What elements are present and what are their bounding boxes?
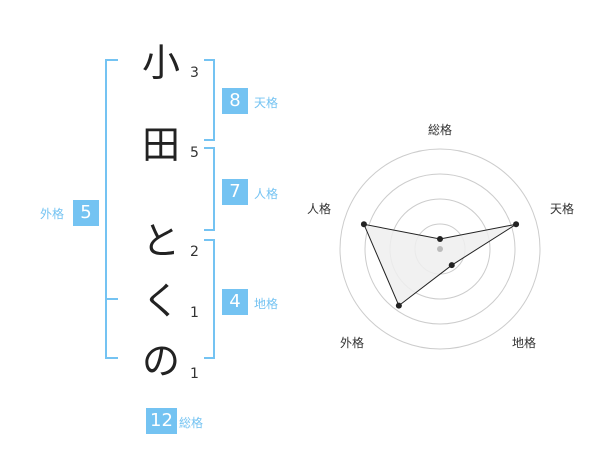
chikaku-label: 地格 <box>254 297 279 311</box>
radar-grid-ring <box>339 148 541 350</box>
tenkaku-bracket <box>204 59 215 141</box>
radar-label-tenkaku: 天格 <box>550 202 575 216</box>
name-char-1: 小 <box>141 41 180 85</box>
stroke-count-4: 1 <box>190 305 199 321</box>
radar-label-chikaku: 地格 <box>512 336 537 350</box>
chikaku-bracket <box>204 239 215 359</box>
jinkaku-bracket <box>204 147 215 231</box>
tenkaku-value-badge: 8 <box>222 88 248 114</box>
chikaku-value-badge: 4 <box>222 289 248 315</box>
radar-polygon <box>363 223 517 307</box>
radar-point-1 <box>437 236 443 242</box>
name-char-2: 田 <box>141 123 180 167</box>
gaikaku-value-badge: 5 <box>73 200 99 226</box>
stroke-count-3: 2 <box>190 244 199 260</box>
radar-label-soukaku: 総格 <box>428 123 453 137</box>
name-char-4: く <box>141 279 180 323</box>
radar-label-gaikaku: 外格 <box>340 336 365 350</box>
gaikaku-label: 外格 <box>40 207 65 221</box>
stroke-count-5: 1 <box>190 366 199 382</box>
tenkaku-label: 天格 <box>254 96 279 110</box>
radar-point-2 <box>513 221 520 228</box>
stroke-count-1: 3 <box>190 65 199 81</box>
soukaku-value-badge: 12 <box>146 408 177 434</box>
soukaku-label: 総格 <box>179 416 204 430</box>
radar-label-jinkaku: 人格 <box>307 202 332 216</box>
name-char-5: の <box>141 339 180 383</box>
radar-point-5 <box>360 221 367 228</box>
jinkaku-label: 人格 <box>254 187 279 201</box>
radar-center-dot <box>437 246 443 252</box>
name-char-3: と <box>141 219 180 263</box>
radar-point-4 <box>395 302 402 309</box>
radar-grid-ring <box>364 173 516 325</box>
radar-point-3 <box>448 262 455 269</box>
stroke-count-2: 5 <box>190 145 199 161</box>
jinkaku-value-badge: 7 <box>222 179 248 205</box>
gaikaku-bracket <box>105 59 118 359</box>
